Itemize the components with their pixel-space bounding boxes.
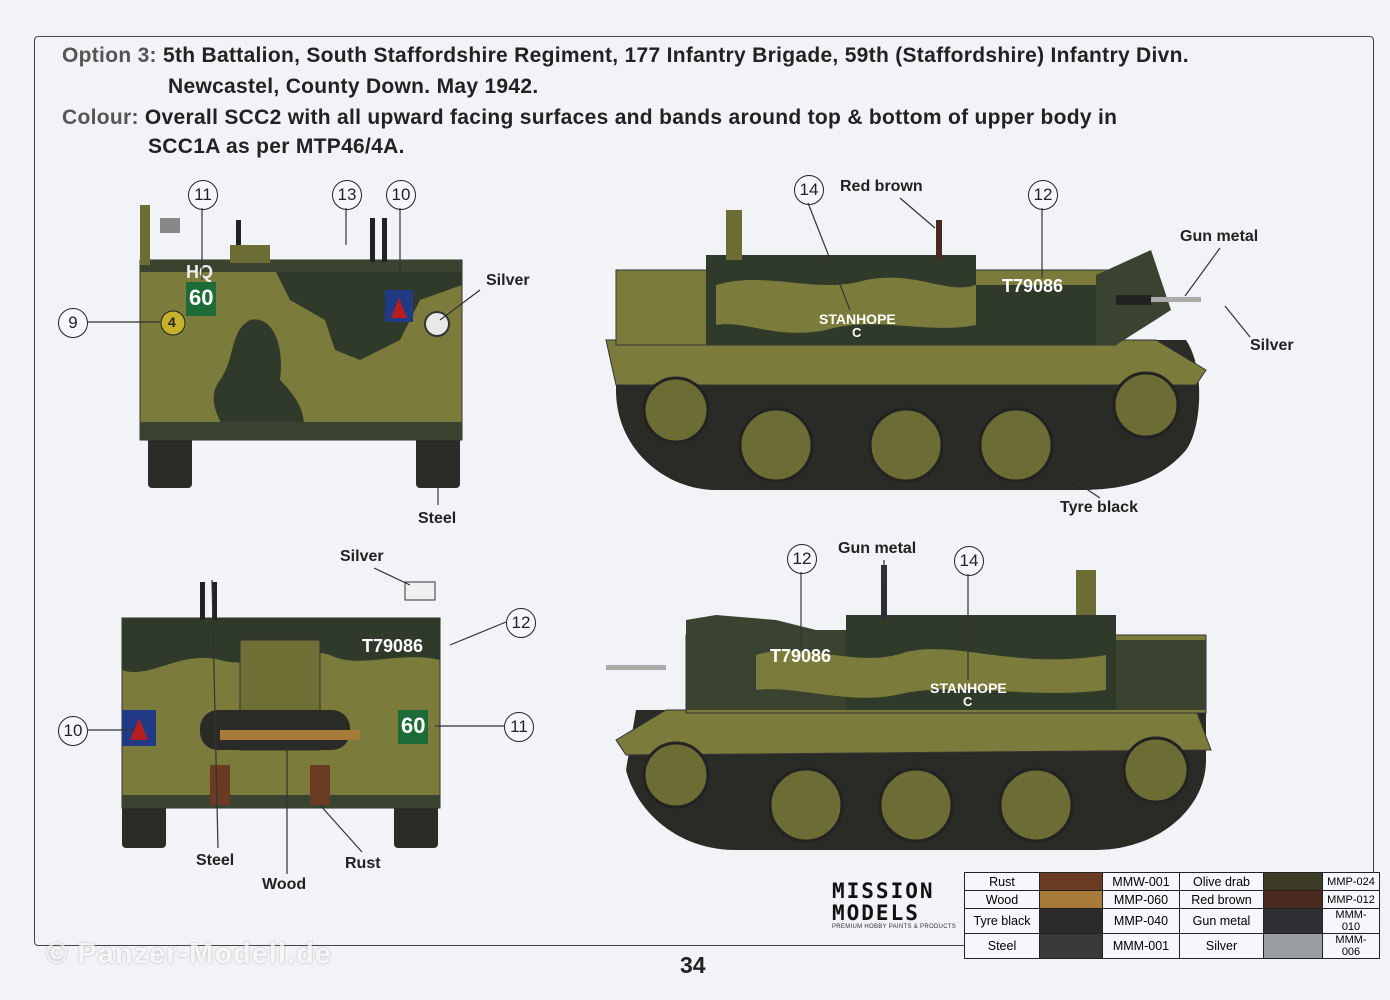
paint-code: MMP-024 [1322,872,1380,891]
side-right-tyre-black-callout: Tyre black [1060,499,1138,516]
paint-swatch [1039,872,1103,891]
callout-number-10: 10 [386,180,416,210]
colour-line1: Overall SCC2 with all upward facing surf… [144,106,1118,129]
rear-rust-callout: Rust [345,855,381,872]
paint-code: MMP-012 [1322,890,1380,909]
mission-models-logo: MISSION MODELS PREMIUM HOBBY PAINTS & PR… [832,880,964,930]
callout-number-11: 11 [504,712,534,742]
colour-label: Colour: [62,106,139,129]
paint-code: MMM-010 [1322,908,1380,934]
callout-number-12: 12 [1028,180,1058,210]
side-left-serial: T79086 [770,646,832,666]
paint-code: MMM-006 [1322,933,1380,959]
callout-number-12: 12 [506,608,536,638]
option-heading: Option 3: 5th Battalion, South Staffords… [62,44,1189,68]
paint-code: MMM-001 [1102,933,1180,959]
paint-swatch [1039,908,1103,934]
side-left-name: STANHOPE [930,680,1007,696]
option-line1: 5th Battalion, South Staffordshire Regim… [163,44,1189,67]
callout-number-9: 9 [58,308,88,338]
paint-name: Wood [964,890,1040,909]
paint-swatch [1263,890,1323,909]
watermark: © Panzer-Modell.de [46,938,332,970]
logo-line2: MODELS [832,901,920,925]
callout-number-14: 14 [954,546,984,576]
side-right-serial: T79086 [1002,276,1064,296]
page-number: 34 [680,952,706,978]
side-left-letter: C [963,694,973,709]
paint-swatch [1039,890,1103,909]
paint-name: Steel [964,933,1040,959]
side-right-drawing [605,210,1207,490]
side-right-silver-callout: Silver [1250,337,1294,354]
front-silver-callout: Silver [486,272,530,289]
paint-name: Rust [964,872,1040,891]
paint-code: MMW-001 [1102,872,1180,891]
paint-swatch [1263,933,1323,959]
option-label: Option 3: [62,44,157,67]
callout-number-12: 12 [787,544,817,574]
paint-code: MMP-060 [1102,890,1180,909]
rear-silver-callout: Silver [340,548,384,565]
front-bridge-class: 4 [168,314,176,330]
rear-wood-callout: Wood [262,876,307,893]
rear-unit-number: 60 [401,713,426,738]
logo-line1: MISSION [832,879,935,903]
paint-name: Silver [1179,933,1264,959]
paint-code: MMP-040 [1102,908,1180,934]
callout-number-13: 13 [332,180,362,210]
front-hq-marking: HQ [186,262,213,282]
paint-name: Gun metal [1179,908,1264,934]
side-right-name: STANHOPE [819,311,896,327]
side-right-letter: C [852,325,862,340]
page-frame [34,36,1374,946]
rear-steel-callout: Steel [196,852,235,869]
colour-line2: SCC1A as per MTP46/4A. [148,135,405,158]
rear-view-drawing [121,581,441,848]
paint-swatch [1263,908,1323,934]
side-right-red-brown-callout: Red brown [840,178,923,195]
paint-swatch [1263,872,1323,891]
front-view-drawing [139,205,463,488]
side-left-gun-metal-callout: Gun metal [838,540,917,557]
side-right-gun-metal-callout: Gun metal [1180,228,1259,245]
front-unit-number: 60 [189,285,214,310]
paint-name: Tyre black [964,908,1040,934]
logo-tagline: PREMIUM HOBBY PAINTS & PRODUCTS [832,924,957,930]
paint-swatch [1039,933,1103,959]
front-steel-callout: Steel [418,510,457,527]
paint-name: Olive drab [1179,872,1264,891]
callout-number-11: 11 [188,180,218,210]
option-line2: Newcastel, County Down. May 1942. [168,75,539,98]
side-left-drawing [606,565,1212,850]
callout-number-10: 10 [58,716,88,746]
colour-heading: Colour: Overall SCC2 with all upward fac… [62,106,1117,130]
rear-serial: T79086 [362,636,424,656]
paint-name: Red brown [1179,890,1264,909]
